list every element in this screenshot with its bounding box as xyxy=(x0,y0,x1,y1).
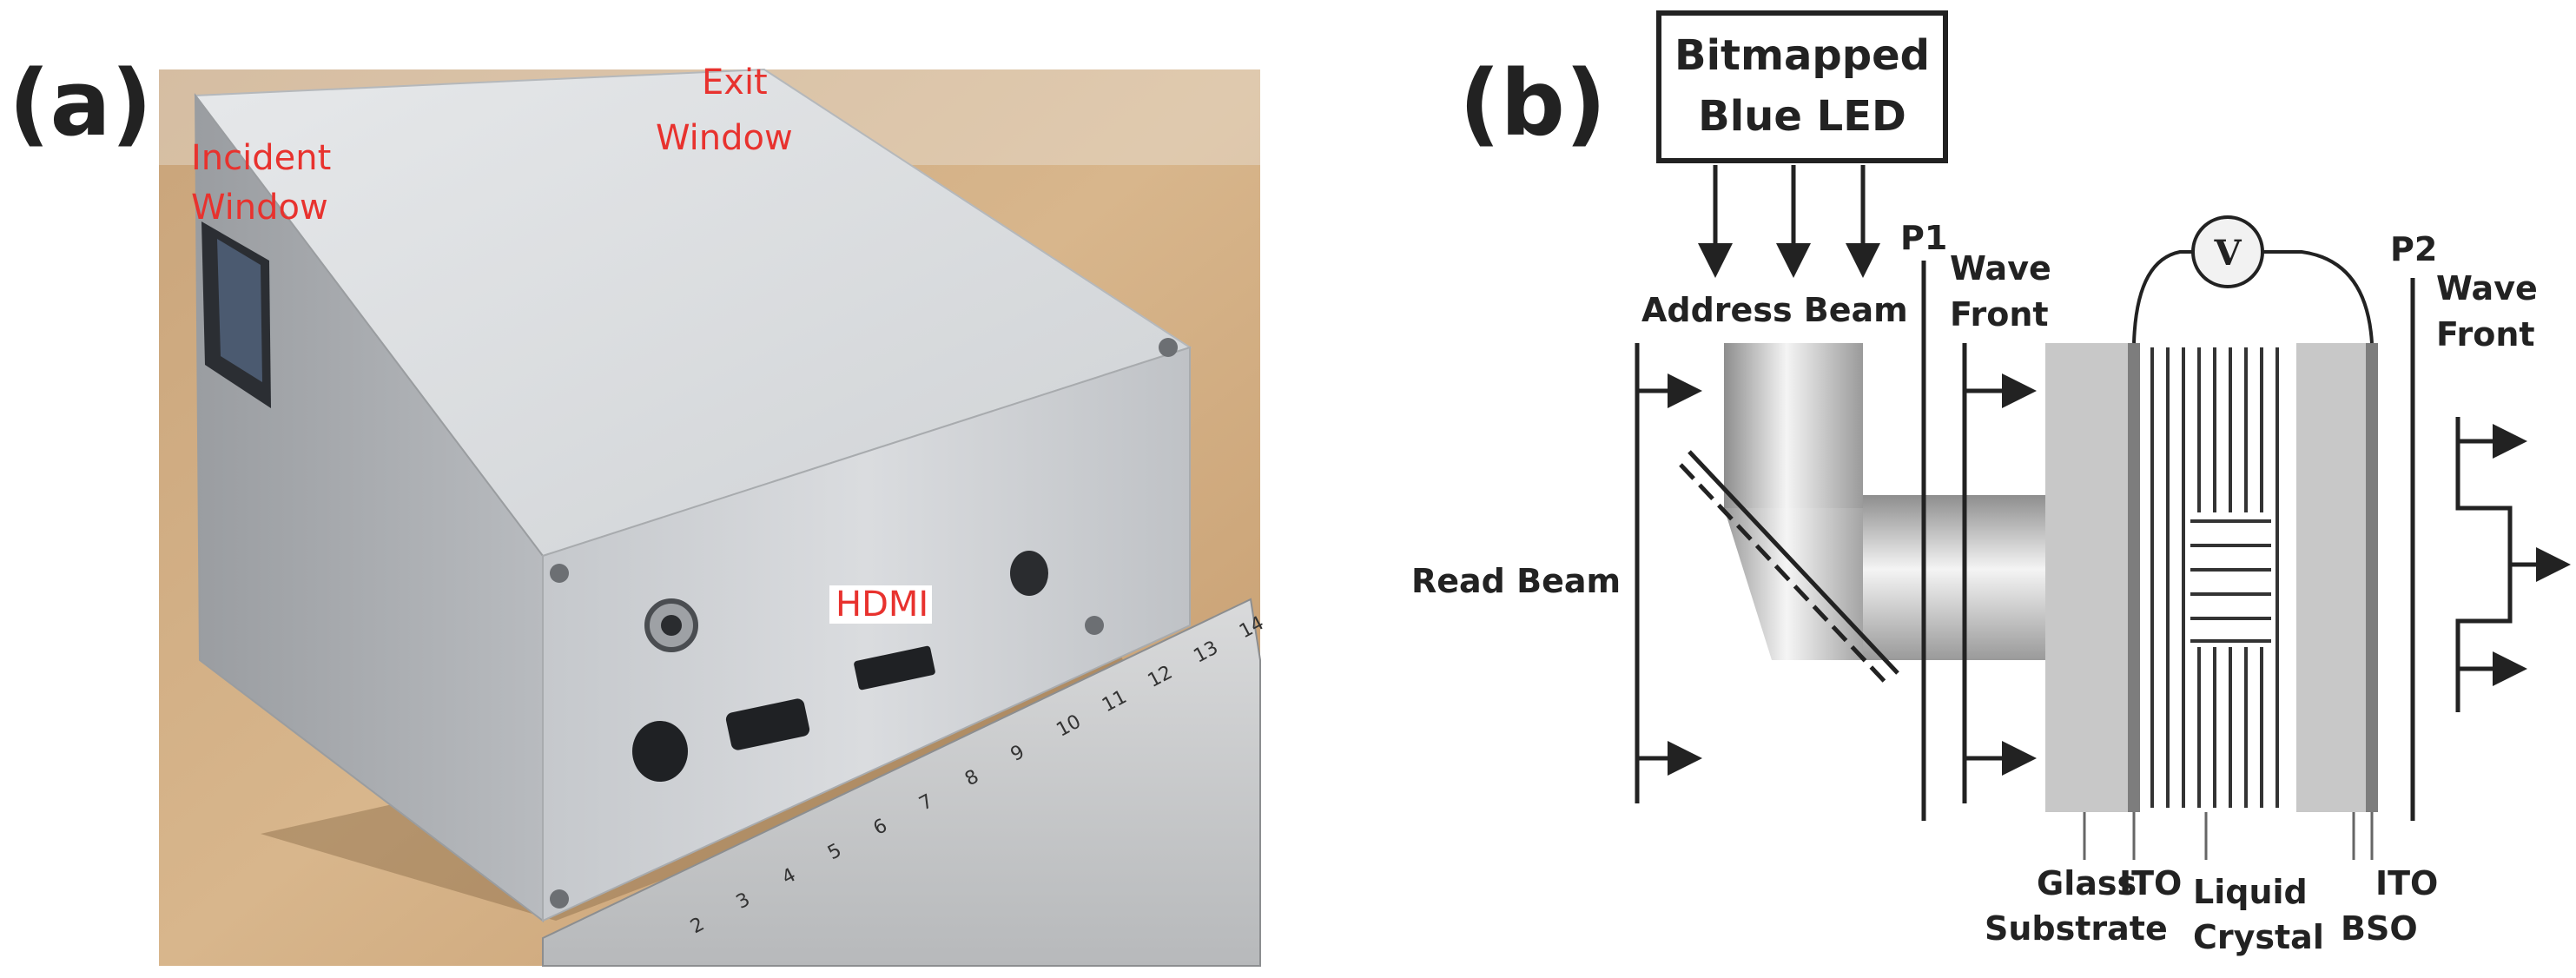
panel-a-label: (a) xyxy=(9,50,152,156)
p2-label: P2 xyxy=(2390,230,2437,268)
hdmi-label-background xyxy=(829,585,932,624)
glass-label-line2: Substrate xyxy=(1985,909,2168,948)
liquid-crystal-lines xyxy=(2150,347,2279,808)
beam-splitter-dashed xyxy=(1679,463,1891,688)
ito-left-layer xyxy=(2128,343,2140,812)
ruler xyxy=(542,598,1261,967)
voltmeter-icon xyxy=(2191,215,2264,288)
circuit-wire-left xyxy=(2132,250,2193,344)
circuit-wire-right xyxy=(2262,250,2374,344)
bso-layer xyxy=(2296,343,2366,812)
liquid-crystal-layer xyxy=(2140,343,2296,812)
led-box-label-line2: Blue LED xyxy=(1698,92,1906,141)
screw-icon xyxy=(1159,338,1178,357)
beam-splitter xyxy=(1688,450,1899,675)
box-front xyxy=(542,346,1191,922)
liquid-crystal-label-line1: Liquid xyxy=(2193,873,2308,911)
wave-front-out-line1: Wave xyxy=(2436,269,2538,307)
screw-icon xyxy=(550,564,569,583)
dc-port-icon xyxy=(632,721,688,782)
exit-window-label-line1: Exit xyxy=(702,63,768,102)
hdmi-label: HDMI xyxy=(836,585,928,624)
read-beam-label: Read Beam xyxy=(1411,562,1621,600)
panel-b: (b) Bitmapped Blue LED Address Beam Read… xyxy=(1411,10,2571,956)
screw-icon xyxy=(1085,616,1104,635)
usb-port-icon xyxy=(725,698,810,750)
liquid-crystal-label-line2: Crystal xyxy=(2193,918,2324,956)
address-beam-horizontal xyxy=(1863,495,2045,660)
p1-label: P1 xyxy=(1900,219,1947,257)
ito-right-label: ITO xyxy=(2375,864,2438,902)
incident-window-label-line2: Window xyxy=(191,188,328,228)
wave-front-in-line2: Front xyxy=(1950,295,2049,334)
wave-front-in-line1: Wave xyxy=(1950,249,2051,287)
screw-icon xyxy=(550,889,569,909)
incident-window-label-line1: Incident xyxy=(191,138,331,178)
led-box xyxy=(1656,10,1948,163)
jack-port-icon xyxy=(1010,551,1048,596)
power-switch-center xyxy=(661,615,682,636)
wave-front-out-line2: Front xyxy=(2436,315,2535,354)
led-box-label-line1: Bitmapped xyxy=(1674,31,1930,80)
address-beam-vertical xyxy=(1724,343,1863,508)
incident-window-glass xyxy=(217,239,262,382)
glass-substrate xyxy=(2045,343,2128,812)
panel-b-label: (b) xyxy=(1459,50,1607,156)
glass-label-line1: Glass xyxy=(2037,864,2137,902)
exit-window-label-line2: Window xyxy=(656,118,793,158)
voltmeter-label: V xyxy=(2213,233,2242,274)
hdmi-port-icon xyxy=(854,645,935,691)
ito-left-label: ITO xyxy=(2119,864,2182,902)
bso-label: BSO xyxy=(2341,909,2418,948)
ito-right-layer xyxy=(2366,343,2378,812)
address-beam-label: Address Beam xyxy=(1641,291,1908,329)
